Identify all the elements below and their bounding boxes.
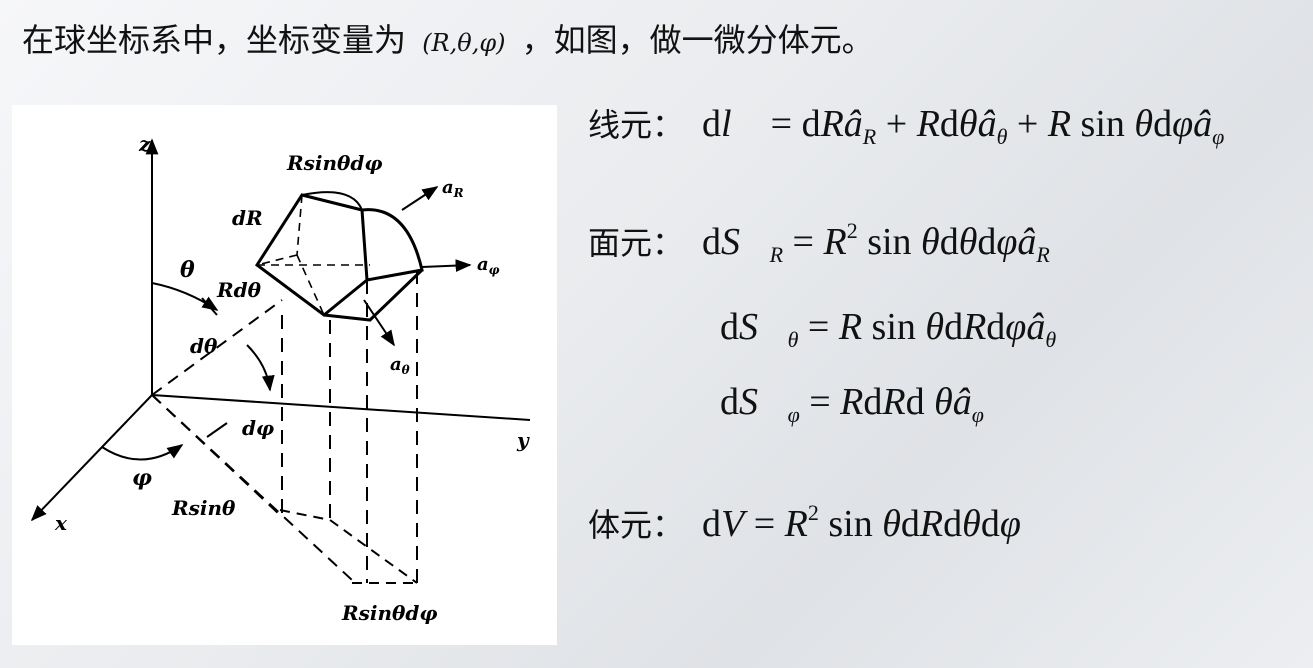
Rsinthetadphi-top-label: Rsinθdφ bbox=[286, 151, 382, 175]
volume-element-formula: 体元： dV = R2 sin θdRdθdφ bbox=[588, 500, 1021, 546]
y-label: y bbox=[516, 428, 530, 452]
aR-label: aR bbox=[442, 177, 464, 200]
surface-phi-formula: dS⃗φ = RdRd θâφ bbox=[720, 380, 984, 428]
x-label: x bbox=[54, 511, 68, 535]
a-phi-arrow bbox=[421, 259, 472, 272]
figure-svg: z y x θ dθ φ dφ dR Rdθ Rsinθ Rsinθdφ Rsi… bbox=[30, 132, 531, 625]
y-axis bbox=[151, 394, 531, 421]
dphi-label: dφ bbox=[242, 416, 274, 440]
theta-label: θ bbox=[180, 257, 195, 283]
a-R-arrow bbox=[401, 186, 439, 211]
z-label: z bbox=[138, 132, 151, 156]
surface-phi-expr: dS⃗φ = RdRd θâφ bbox=[720, 381, 984, 427]
line-element-formula: 线元： dl⃗ = dRâR + Rdθâθ + R sin θdφâφ bbox=[588, 100, 1224, 150]
aphi-label: aφ bbox=[477, 254, 500, 277]
dtheta-arc bbox=[246, 344, 275, 392]
atheta-label: aθ bbox=[390, 354, 410, 377]
theta-arc bbox=[151, 282, 219, 311]
page-title: 在球坐标系中，坐标变量为 (R,θ,φ) ，如图，做一微分体元。 bbox=[22, 14, 874, 69]
title-suffix: ，如图，做一微分体元。 bbox=[521, 21, 874, 59]
x-axis bbox=[30, 394, 153, 522]
a-theta-arrow bbox=[363, 299, 395, 347]
volume-element-box bbox=[254, 193, 369, 317]
Rsintheta-label: Rsinθ bbox=[171, 496, 236, 520]
line-element-expr: dl⃗ = dRâR + Rdθâθ + R sin θdφâφ bbox=[702, 103, 1225, 149]
title-prefix: 在球坐标系中，坐标变量为 bbox=[22, 21, 407, 59]
dtheta-label: dθ bbox=[190, 334, 218, 358]
radial-line bbox=[151, 299, 283, 396]
surface-R-formula: 面元： dS⃗R = R2 sin θdθdφâR bbox=[588, 218, 1050, 268]
phi-label: φ bbox=[132, 465, 152, 491]
spherical-volume-element-figure: z y x θ dθ φ dφ dR Rdθ Rsinθ Rsinθdφ Rsi… bbox=[12, 105, 557, 645]
Rdtheta-label: Rdθ bbox=[216, 278, 262, 302]
dR-label: dR bbox=[232, 206, 263, 230]
phi-arc bbox=[101, 444, 184, 461]
surface-theta-formula: dS⃗θ = R sin θdRdφâθ bbox=[720, 305, 1056, 353]
surface-theta-expr: dS⃗θ = R sin θdRdφâθ bbox=[720, 306, 1057, 352]
surface-element-label: 面元： bbox=[588, 224, 685, 262]
volume-element-label: 体元： bbox=[588, 506, 685, 544]
volume-element-expr: dV = R2 sin θdRdθdφ bbox=[702, 500, 1021, 545]
Rsinthetadphi-bottom-label: Rsinθdφ bbox=[341, 601, 437, 625]
line-element-label: 线元： bbox=[588, 106, 685, 144]
surface-R-expr: dS⃗R = R2 sin θdθdφâR bbox=[702, 218, 1050, 267]
title-coords: (R,θ,φ) bbox=[422, 29, 506, 57]
